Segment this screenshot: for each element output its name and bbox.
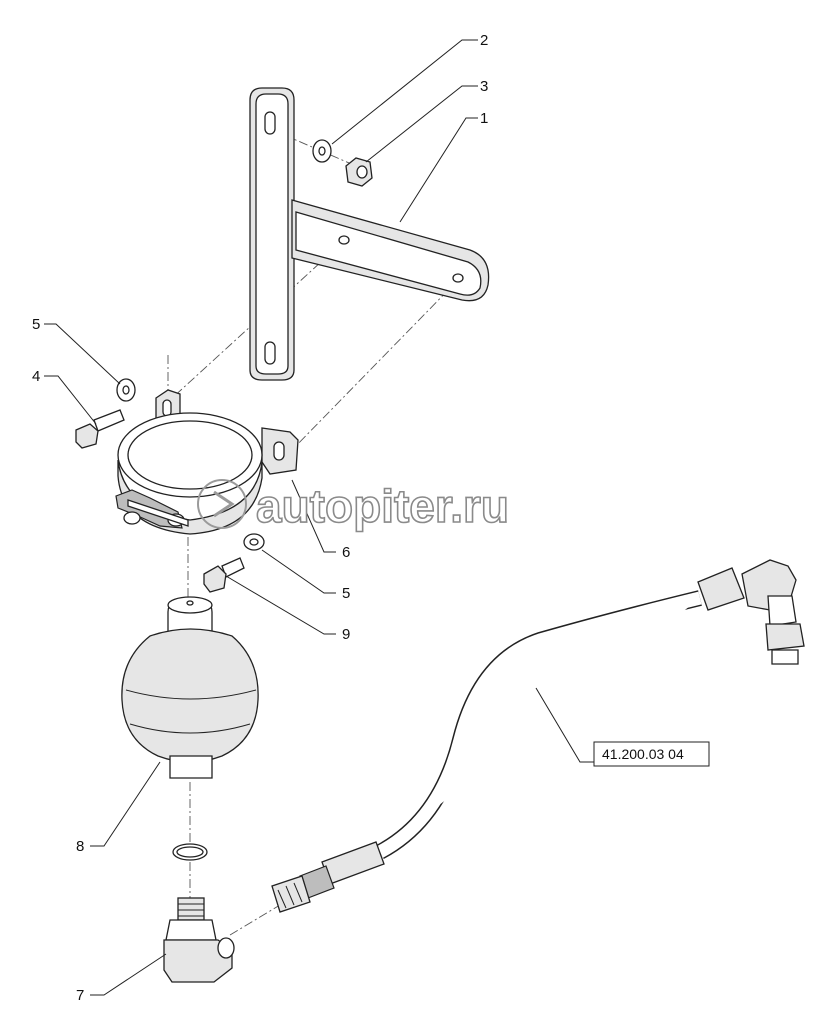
callout-5-lower: 5 [342, 585, 350, 602]
callout-2: 2 [480, 32, 488, 49]
o-ring [172, 843, 208, 861]
callout-5-upper: 5 [32, 316, 40, 333]
leader-lines [44, 39, 594, 996]
reference-label: 41.200.03 04 [602, 746, 684, 762]
callout-6: 6 [342, 544, 350, 561]
callout-9: 9 [342, 626, 350, 643]
bolt-part-4 [75, 409, 125, 449]
elbow-fitting-part-7 [163, 897, 235, 983]
callouts: 2 3 1 5 4 6 5 9 8 7 [32, 32, 488, 1004]
callout-4: 4 [32, 368, 40, 385]
hose-assembly [271, 559, 805, 913]
washer-part-5-lower [243, 533, 265, 551]
watermark-text: autopiter.ru [256, 480, 509, 532]
nut-part-3 [345, 157, 373, 187]
clamp-part-6 [115, 389, 299, 535]
bolt-part-9 [203, 557, 245, 593]
bracket-part-1 [249, 87, 490, 381]
callout-1: 1 [480, 110, 488, 127]
callout-3: 3 [480, 78, 488, 95]
callout-7: 7 [76, 987, 84, 1004]
accumulator-part-8 [121, 596, 259, 779]
callout-8: 8 [76, 838, 84, 855]
washer-part-2 [312, 139, 332, 163]
watermark: autopiter.ru [197, 479, 510, 533]
washer-part-5-upper [116, 378, 136, 402]
reference-box: 41.200.03 04 [593, 741, 710, 767]
